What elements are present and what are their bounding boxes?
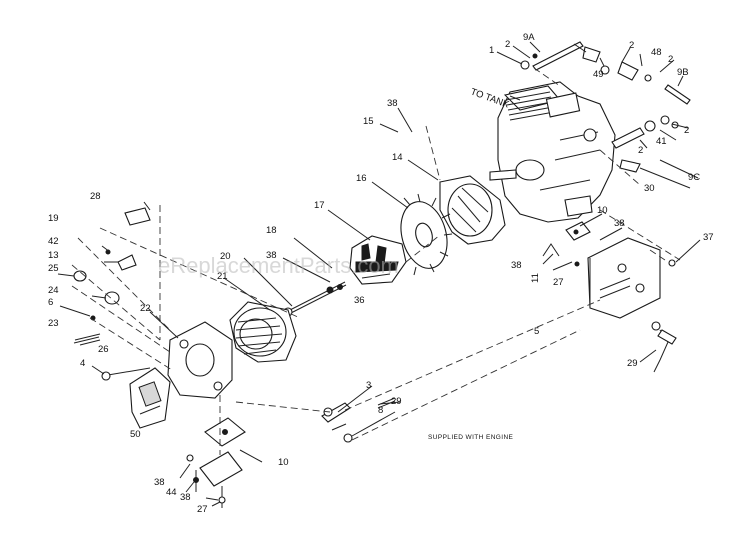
power-cord bbox=[651, 321, 677, 373]
label-38a: 38 bbox=[387, 98, 398, 109]
label-14: 14 bbox=[392, 152, 403, 163]
label-21: 21 bbox=[217, 271, 228, 282]
label-22: 22 bbox=[140, 303, 151, 314]
label-10b: 10 bbox=[278, 457, 289, 468]
label-38e: 38 bbox=[154, 477, 165, 488]
front-panel bbox=[129, 367, 171, 429]
label-29a: 29 bbox=[627, 358, 638, 369]
label-30: 30 bbox=[644, 183, 655, 194]
control-box bbox=[167, 321, 233, 399]
mount-base bbox=[186, 417, 246, 508]
label-20: 20 bbox=[220, 251, 231, 262]
assembly-lines bbox=[71, 67, 681, 455]
label-27b: 27 bbox=[197, 504, 208, 515]
label-44: 44 bbox=[166, 487, 177, 498]
label-9b: 9B bbox=[677, 67, 689, 78]
label-38d: 38 bbox=[511, 260, 522, 271]
label-27a: 27 bbox=[553, 277, 564, 288]
label-2b: 2 bbox=[629, 40, 634, 51]
label-48: 48 bbox=[651, 47, 662, 58]
label-37: 37 bbox=[703, 232, 714, 243]
through-bolt bbox=[283, 281, 347, 317]
label-38b: 38 bbox=[614, 218, 625, 229]
label-36: 36 bbox=[354, 295, 365, 306]
label-25: 25 bbox=[48, 263, 59, 274]
label-28: 28 bbox=[90, 191, 101, 202]
upper-bracket bbox=[542, 221, 591, 267]
label-49: 49 bbox=[593, 69, 604, 80]
label-18: 18 bbox=[266, 225, 277, 236]
label-11: 11 bbox=[530, 273, 541, 283]
label-15: 15 bbox=[363, 116, 374, 127]
label-29b: 29 bbox=[391, 396, 402, 407]
label-2a: 2 bbox=[505, 39, 510, 50]
label-5: 5 bbox=[534, 326, 539, 337]
label-8: 8 bbox=[378, 405, 383, 416]
label-38c: 38 bbox=[266, 250, 277, 261]
label-19: 19 bbox=[48, 213, 59, 224]
label-17: 17 bbox=[314, 200, 325, 211]
label-2c: 2 bbox=[668, 54, 673, 65]
label-10a: 10 bbox=[597, 205, 608, 216]
label-23: 23 bbox=[48, 318, 59, 329]
fuel-line-top bbox=[520, 41, 691, 105]
small-parts-left bbox=[73, 207, 151, 381]
label-42: 42 bbox=[48, 236, 59, 247]
label-4: 4 bbox=[80, 358, 85, 369]
flywheel-fan bbox=[397, 193, 453, 276]
label-3: 3 bbox=[366, 380, 371, 391]
label-1: 1 bbox=[489, 45, 494, 56]
receptacle-panel bbox=[587, 237, 676, 319]
label-26: 26 bbox=[98, 344, 109, 355]
leader-lines bbox=[57, 41, 701, 507]
to-tank-label: TO TANK bbox=[469, 86, 511, 110]
label-24: 24 bbox=[48, 285, 59, 296]
label-13: 13 bbox=[48, 250, 59, 261]
label-2d: 2 bbox=[684, 125, 689, 136]
label-50: 50 bbox=[130, 429, 141, 440]
watermark: eReplacementParts.com bbox=[158, 253, 399, 278]
label-16: 16 bbox=[356, 173, 367, 184]
end-bell bbox=[229, 301, 297, 363]
label-6: 6 bbox=[48, 297, 53, 308]
engine-supplied-note: SUPPLIED WITH ENGINE bbox=[428, 434, 514, 441]
rotor-stator bbox=[349, 235, 407, 285]
label-9c: 9C bbox=[688, 172, 700, 183]
label-41: 41 bbox=[656, 136, 667, 147]
part-labels: 1 2 9A 2 48 2 49 9B 2 41 2 9C 30 38 15 1… bbox=[48, 32, 714, 515]
label-9a: 9A bbox=[523, 32, 535, 43]
label-2e: 2 bbox=[638, 145, 643, 156]
label-38f: 38 bbox=[180, 492, 191, 503]
